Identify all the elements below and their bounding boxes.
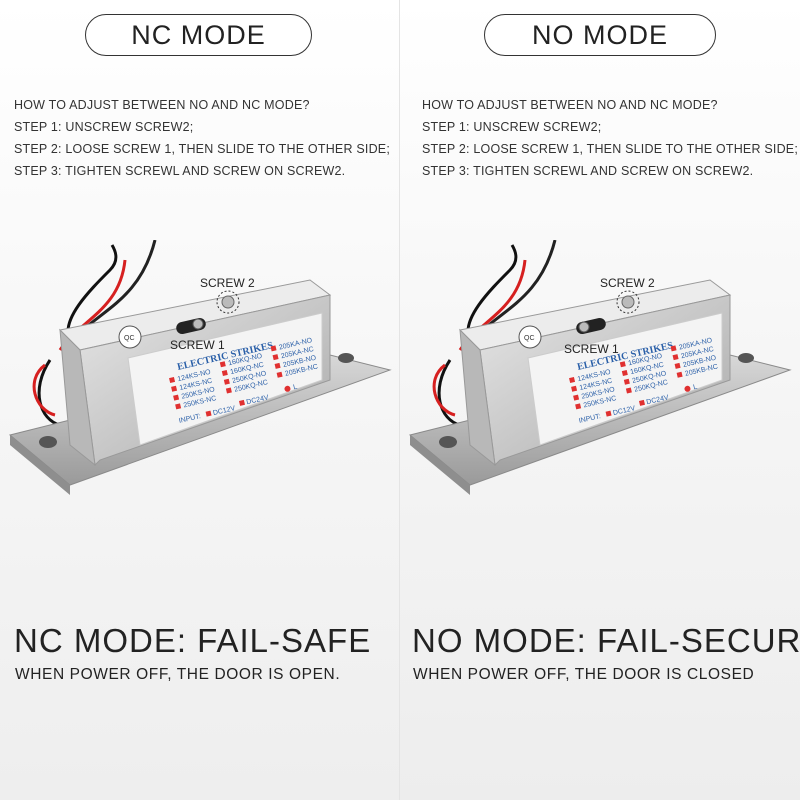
- screw-1-label: SCREW 1: [170, 338, 225, 352]
- l-label: L: [693, 384, 698, 392]
- nc-mode-panel: NC MODE HOW TO ADJUST BETWEEN NO AND NC …: [0, 0, 400, 800]
- qc-sticker: QC: [124, 335, 135, 342]
- nc-fail-safe-title: NC MODE: FAIL-SAFE: [14, 622, 372, 659]
- no-electric-strike-photo: ELECTRIC STRIKES 124KS-NO 124KS-NC 250KS…: [408, 240, 792, 495]
- nc-instructions: HOW TO ADJUST BETWEEN NO AND NC MODE? ST…: [14, 94, 390, 182]
- screw-2-label: SCREW 2: [200, 276, 255, 290]
- no-fail-secure-subtitle: WHEN POWER OFF, THE DOOR IS CLOSED: [413, 666, 755, 683]
- nc-electric-strike-photo: ELECTRIC STRIKES 124KS-NO 124KS-NC 250KS…: [8, 240, 392, 495]
- nc-fail-safe-subtitle: WHEN POWER OFF, THE DOOR IS OPEN.: [15, 666, 341, 683]
- no-fail-secure-title: NO MODE: FAIL-SECURE: [412, 622, 800, 659]
- no-mode-panel: NO MODE HOW TO ADJUST BETWEEN NO AND NC …: [400, 0, 800, 800]
- instruction-step-3: STEP 3: TIGHTEN SCREWL AND SCREW ON SCRE…: [14, 164, 346, 178]
- instruction-question: HOW TO ADJUST BETWEEN NO AND NC MODE?: [422, 98, 718, 112]
- instruction-step-1: STEP 1: UNSCREW SCREW2;: [14, 120, 194, 134]
- nc-mode-pill: NC MODE: [85, 14, 312, 56]
- input-label: INPUT:: [178, 413, 201, 425]
- dc12-label: DC12V: [612, 405, 636, 417]
- no-mode-pill: NO MODE: [484, 14, 716, 56]
- l-label: L: [293, 384, 298, 392]
- screw-1-label: SCREW 1: [564, 342, 619, 356]
- dc24-label: DC24V: [246, 394, 270, 406]
- input-label: INPUT:: [578, 413, 601, 425]
- screw-2-label: SCREW 2: [600, 276, 655, 290]
- dc12-label: DC12V: [212, 405, 236, 417]
- instruction-step-2: STEP 2: LOOSE SCREW 1, THEN SLIDE TO THE…: [422, 142, 799, 156]
- instruction-question: HOW TO ADJUST BETWEEN NO AND NC MODE?: [14, 98, 310, 112]
- qc-sticker: QC: [524, 335, 535, 342]
- instruction-step-3: STEP 3: TIGHTEN SCREWL AND SCREW ON SCRE…: [422, 164, 754, 178]
- dc24-label: DC24V: [646, 394, 670, 406]
- instruction-step-1: STEP 1: UNSCREW SCREW2;: [422, 120, 602, 134]
- instruction-step-2: STEP 2: LOOSE SCREW 1, THEN SLIDE TO THE…: [14, 142, 391, 156]
- no-instructions: HOW TO ADJUST BETWEEN NO AND NC MODE? ST…: [422, 94, 798, 182]
